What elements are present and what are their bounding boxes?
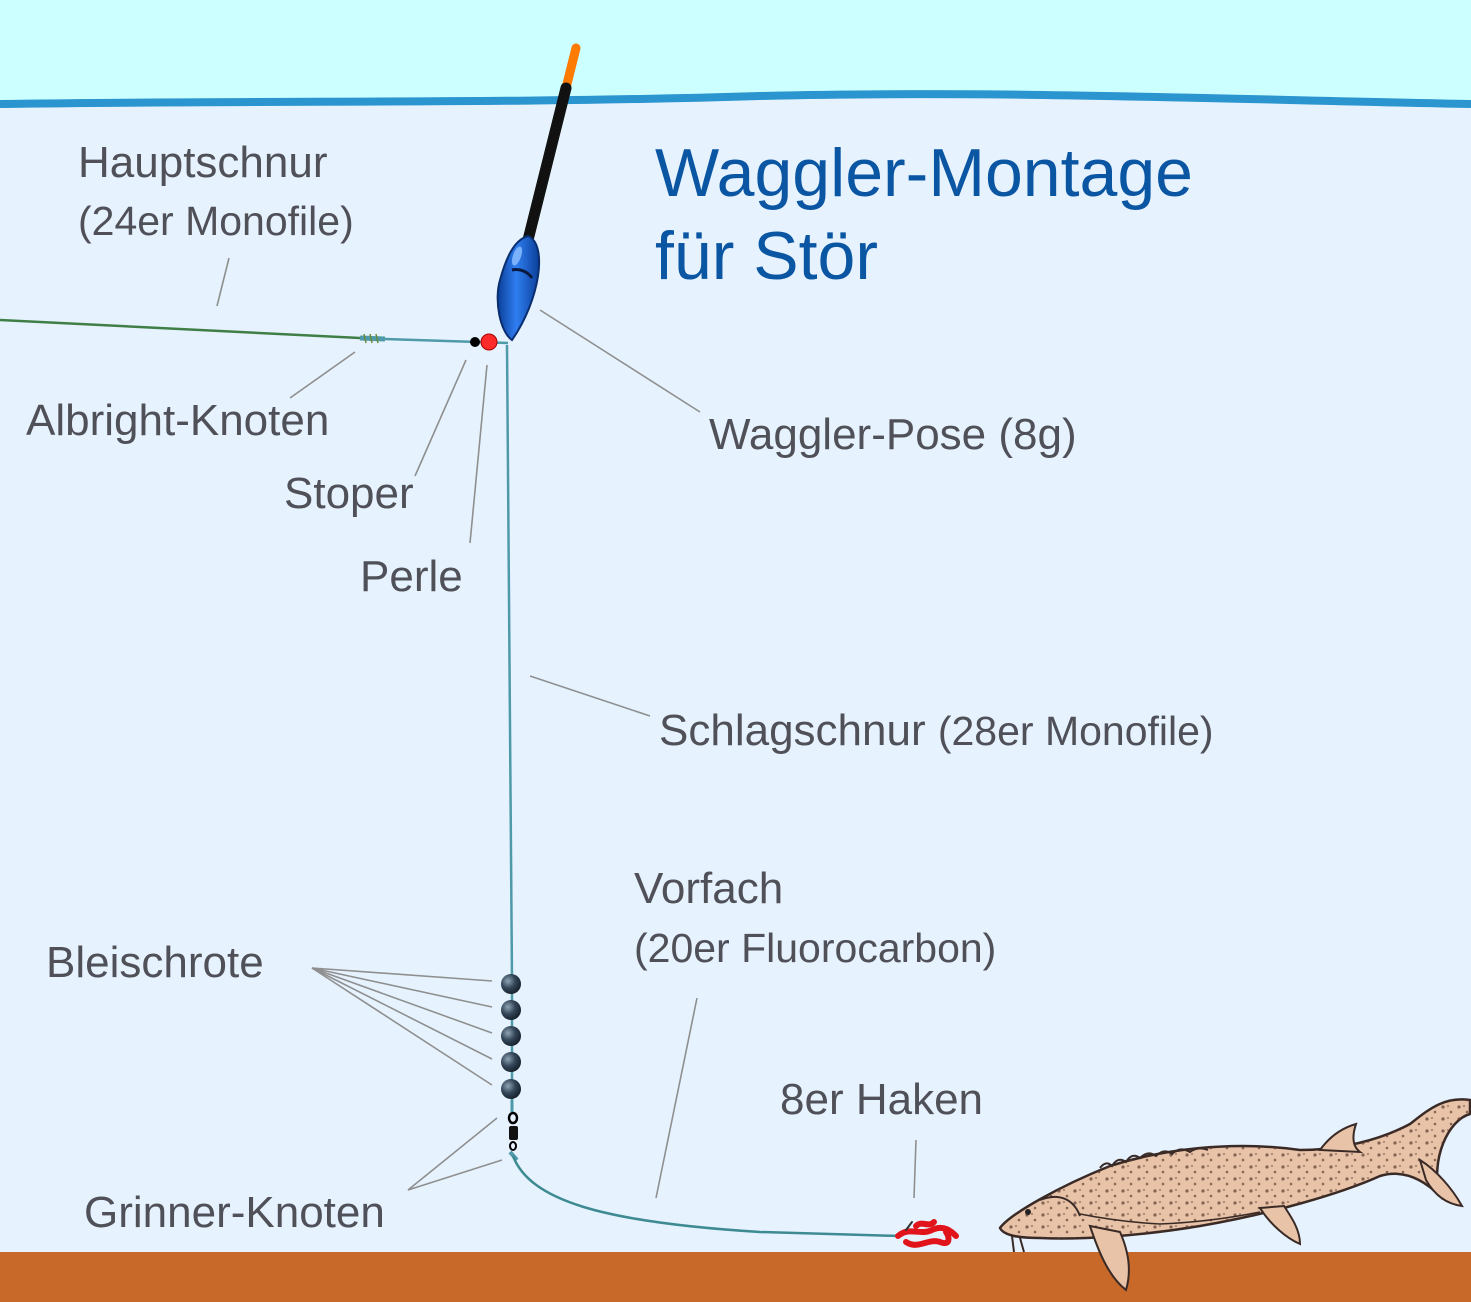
- stopper-icon: [470, 337, 480, 347]
- label-schlagschnur: Schlagschnur (28er Monofile): [659, 706, 1214, 757]
- label-schlagschnur-detail: (28er Monofile): [937, 708, 1214, 754]
- bead-icon: [480, 333, 498, 351]
- sky: [0, 0, 1471, 110]
- sturgeon-icon: [998, 1098, 1471, 1292]
- hooklength-line: [511, 1155, 901, 1238]
- shock-leader-line: [505, 344, 514, 981]
- pointer-grinner-1: [407, 1117, 498, 1191]
- worm-bait-icon: [895, 1219, 959, 1248]
- label-hauptschnur-detail: (24er Monofile): [78, 198, 354, 244]
- pointer-lines: [216, 257, 917, 1199]
- label-perle: Perle: [360, 552, 463, 601]
- title-line-1: Waggler-Montage: [655, 135, 1193, 211]
- label-stoper: Stoper: [284, 469, 414, 518]
- shot-weight: [501, 1052, 521, 1072]
- pointer-shot-2: [311, 967, 493, 1008]
- label-schlagschnur-main: Schlagschnur: [659, 706, 926, 755]
- title-line-2: für Stör: [655, 218, 878, 294]
- pointer-albright: [289, 351, 356, 399]
- label-waggler-pose: Waggler-Pose (8g): [709, 410, 1077, 459]
- pointer-perle: [469, 364, 488, 544]
- waggler-float-icon: [496, 43, 581, 342]
- pointer-grinner-2: [407, 1159, 503, 1191]
- main-line: [0, 318, 361, 340]
- split-shots: [501, 974, 521, 1099]
- label-bleischrote: Bleischrote: [46, 938, 264, 987]
- pointer-shot-3: [311, 967, 493, 1034]
- water-body: [0, 94, 1471, 1302]
- pointer-vorfach: [655, 997, 698, 1199]
- pointer-pose: [539, 309, 701, 413]
- shot-weight: [501, 1000, 521, 1020]
- label-vorfach: Vorfach: [634, 864, 784, 913]
- shot-weight: [501, 1079, 521, 1099]
- label-albright-knoten: Albright-Knoten: [26, 396, 330, 445]
- ground: [0, 1252, 1471, 1302]
- label-vorfach-detail: (20er Fluorocarbon): [634, 925, 997, 971]
- label-hauptschnur: Hauptschnur: [78, 138, 328, 187]
- pointer-hauptschnur: [216, 257, 230, 307]
- shot-weight: [501, 1026, 521, 1046]
- pointer-stoper: [414, 359, 467, 477]
- pointer-shot-1: [311, 967, 493, 982]
- pointer-shot-4: [311, 967, 493, 1060]
- albright-knot: [359, 333, 386, 344]
- pointer-haken: [913, 1139, 917, 1199]
- label-haken: 8er Haken: [780, 1075, 984, 1124]
- water-surface: [0, 90, 1471, 108]
- pointer-schlagschnur: [529, 675, 651, 717]
- shot-weight: [501, 974, 521, 994]
- pointer-shot-5: [311, 967, 493, 1086]
- label-grinner-knoten: Grinner-Knoten: [84, 1188, 385, 1237]
